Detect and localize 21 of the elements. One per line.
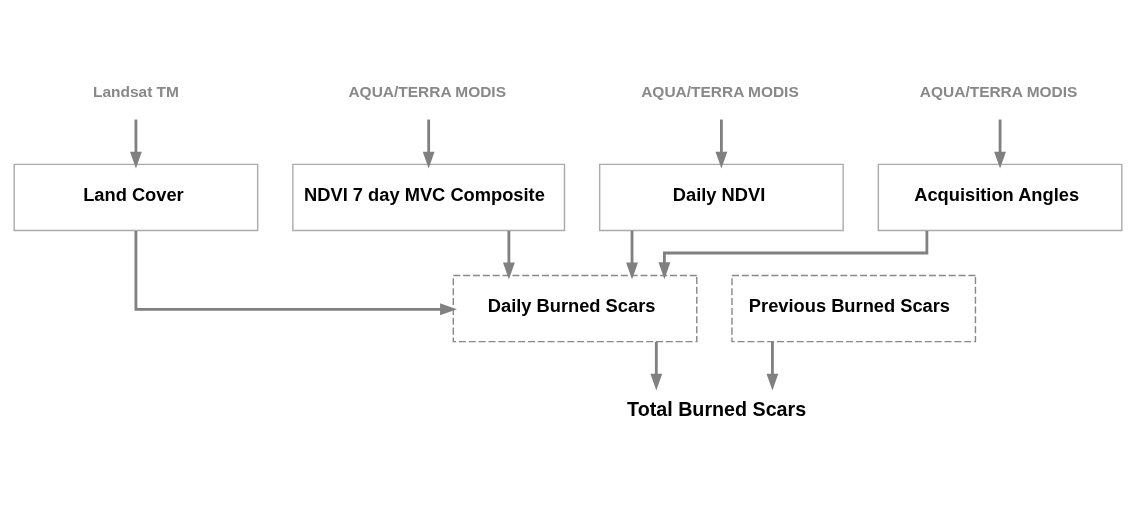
node-box: Land Cover xyxy=(13,163,259,231)
node-box: Daily NDVI xyxy=(598,163,844,231)
arrow xyxy=(134,230,457,315)
arrow xyxy=(422,119,435,169)
node-text: AQUA/TERRA MODIS xyxy=(348,82,507,99)
arrow xyxy=(766,341,779,391)
arrow xyxy=(502,230,515,279)
node-box: Previous Burned Scars xyxy=(731,274,977,342)
node-text: Landsat TM xyxy=(93,82,179,99)
arrow xyxy=(715,119,728,169)
node-box: Acquisition Angles xyxy=(877,163,1123,231)
arrow xyxy=(130,119,142,169)
arrow xyxy=(994,119,1006,169)
node-box: Daily Burned Scars xyxy=(452,274,698,342)
arrow xyxy=(658,230,929,279)
node-text: AQUA/TERRA MODIS xyxy=(919,82,1078,99)
node-text: Total Burned Scars xyxy=(627,397,807,420)
arrow xyxy=(650,341,663,391)
arrow xyxy=(626,230,638,279)
node-text: AQUA/TERRA MODIS xyxy=(641,82,799,99)
node-box: NDVI 7 day MVC Composite xyxy=(292,163,566,231)
